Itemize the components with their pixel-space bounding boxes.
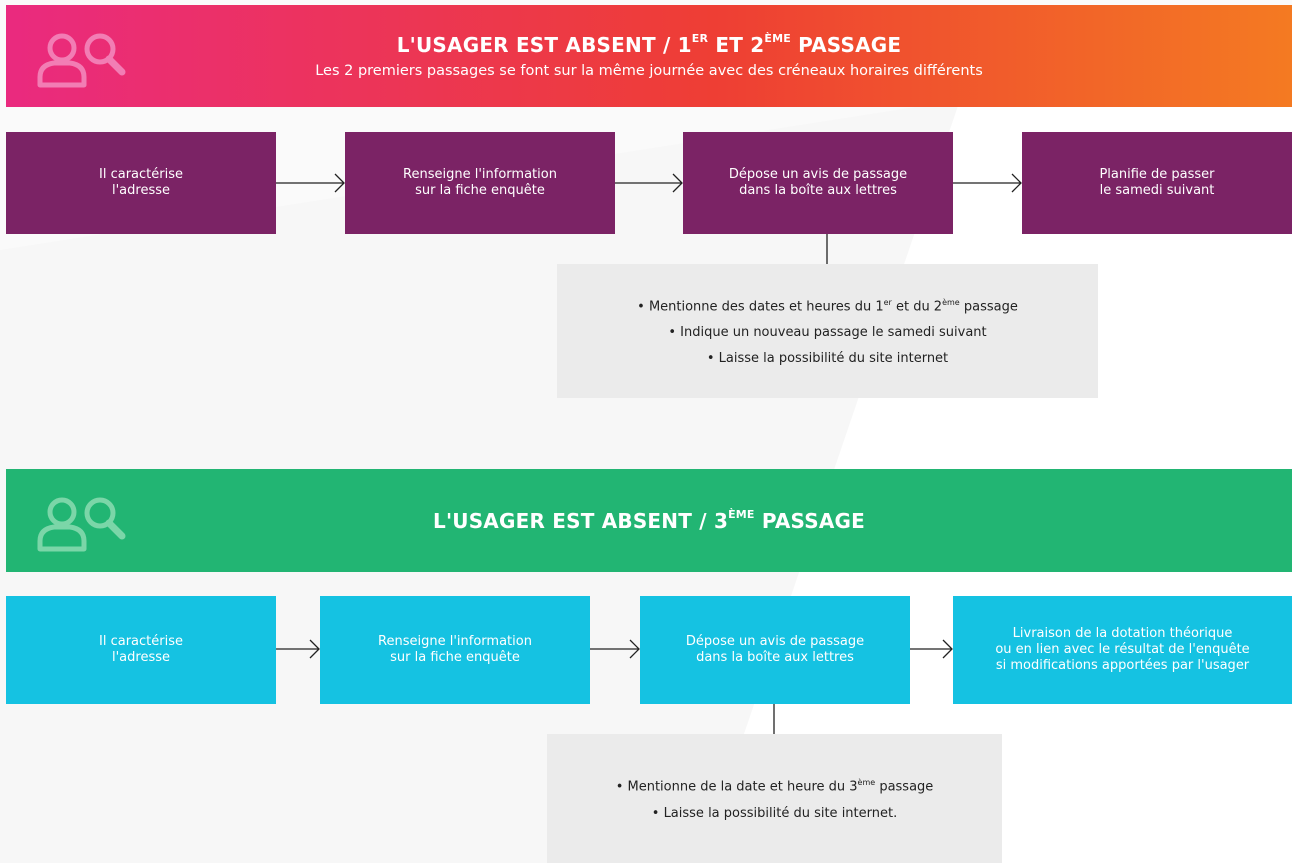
step-plan-next-saturday: Planifie de passer le samedi suivant	[1022, 132, 1292, 234]
note-third-passage: • Mentionne de la date et heure du 3ème …	[547, 734, 1002, 863]
user-search-icon	[37, 497, 126, 552]
step-fill-survey-form: Renseigne l'information sur la fiche enq…	[345, 132, 615, 234]
step-drop-notice: Dépose un avis de passage dans la boîte …	[683, 132, 953, 234]
arrow-connector	[615, 173, 683, 193]
step-drop-notice: Dépose un avis de passage dans la boîte …	[640, 596, 910, 704]
banner-title: L'USAGER EST ABSENT / 1ER ET 2ÈME PASSAG…	[396, 32, 902, 57]
arrow-connector	[276, 173, 345, 193]
arrow-connector	[910, 639, 953, 659]
note-line: • Mentionne des dates et heures du 1er e…	[637, 297, 1018, 315]
step-characterize-address: Il caractérise l'adresse	[6, 596, 276, 704]
arrow-connector	[953, 173, 1022, 193]
arrow-connector	[590, 639, 640, 659]
step-fill-survey-form: Renseigne l'information sur la fiche enq…	[320, 596, 590, 704]
note-line: • Mentionne de la date et heure du 3ème …	[615, 778, 934, 795]
note-line: • Laisse la possibilité du site internet…	[651, 805, 898, 821]
note-line: • Indique un nouveau passage le samedi s…	[668, 325, 987, 341]
note-line: • Laisse la possibilité du site internet	[706, 351, 949, 367]
banner-subtitle: Les 2 premiers passages se font sur la m…	[315, 63, 983, 79]
banner-third-passage: L'USAGER EST ABSENT / 3ÈME PASSAGE	[6, 469, 1292, 572]
arrow-connector	[276, 639, 320, 659]
step-characterize-address: Il caractérise l'adresse	[6, 132, 276, 234]
user-search-icon	[37, 33, 126, 88]
note-first-second-passage: • Mentionne des dates et heures du 1er e…	[557, 264, 1098, 398]
banner-first-second-passage: L'USAGER EST ABSENT / 1ER ET 2ÈME PASSAG…	[6, 5, 1292, 107]
banner-title: L'USAGER EST ABSENT / 3ÈME PASSAGE	[433, 508, 865, 533]
step-delivery: Livraison de la dotation théorique ou en…	[953, 596, 1292, 704]
